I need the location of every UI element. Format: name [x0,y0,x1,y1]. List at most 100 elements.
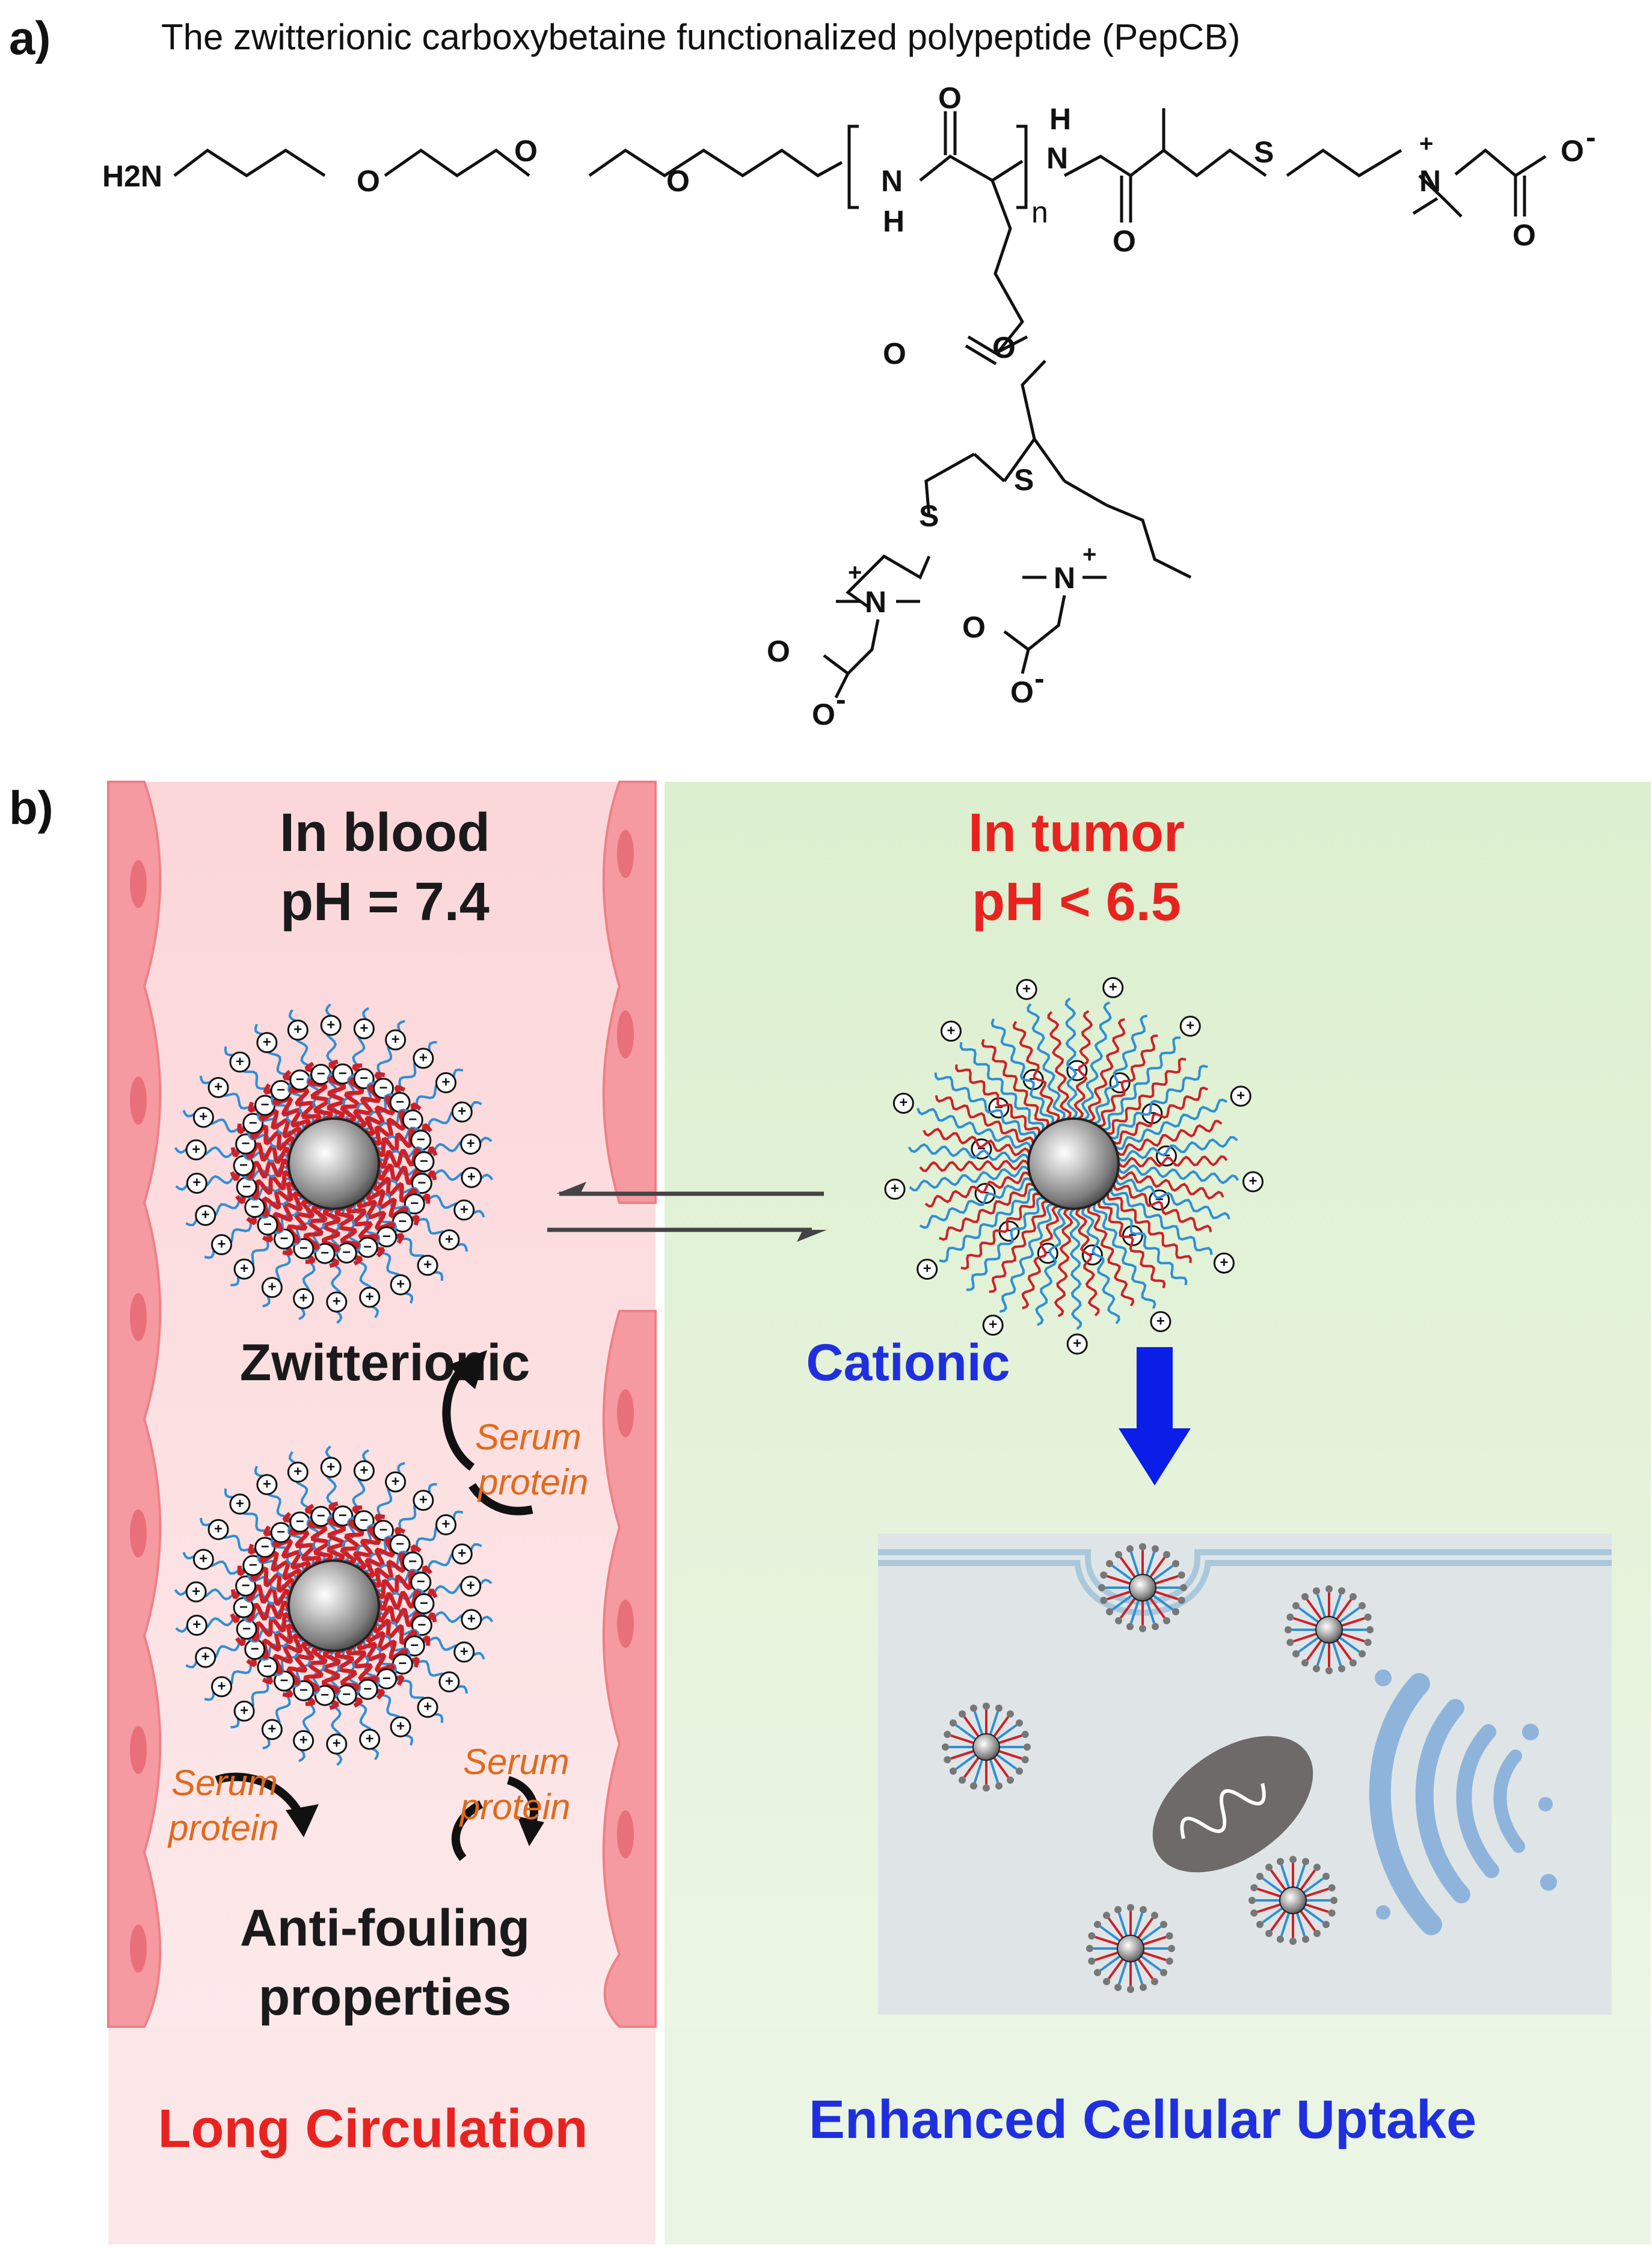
negative-charge: − [981,1185,989,1201]
charge-circle [192,1549,214,1570]
mini-chain [1293,1632,1318,1643]
mini-charge [969,1704,977,1712]
mitochondrion [1152,1736,1313,1873]
mini-chain [955,1753,977,1770]
positive-charge: + [214,1079,223,1095]
mini-chain [1306,1639,1323,1661]
mini-charge [1162,1617,1170,1625]
charge-circle [451,1101,473,1123]
mini-charge [1312,1587,1320,1595]
nanoparticle-core [287,1117,380,1210]
charge-circle [186,1172,207,1194]
mini-charge [1322,1920,1330,1928]
mini-charge [1006,1777,1014,1784]
mini-chain [992,1716,1010,1738]
mini-charge [1152,1545,1159,1553]
mini-charge [1359,1650,1366,1657]
golgi-apparatus [1369,1673,1525,1935]
negative-charge: − [420,1153,428,1169]
red-polymer-chain [1117,1155,1228,1168]
positive-charge: + [217,1236,226,1252]
mini-chain [1257,1903,1282,1914]
atom-o-ether-3: O [666,164,690,198]
mini-charge [944,1756,951,1764]
positive-charge: + [1073,1336,1081,1352]
mini-charge [983,1784,990,1792]
mini-chain [1280,1864,1291,1890]
atom-h-amide: H [883,204,904,238]
mini-charge [1265,1863,1273,1871]
charge-circle [1230,1086,1251,1107]
blue-polymer-chain [1114,1098,1227,1150]
negative-charge: − [417,1574,425,1590]
mini-chain [1119,1597,1137,1619]
mini-chain [1152,1564,1174,1582]
mini-chain [989,1758,999,1783]
mini-charge [1302,1935,1310,1943]
charge-circle [256,1474,278,1496]
charge-circle [1179,1015,1201,1037]
mini-charge [1256,1873,1264,1881]
mini-chain [995,1753,1018,1770]
vessel-wall-left [107,781,162,2028]
negative-charge: − [417,1617,426,1633]
charge-circle [390,1716,411,1737]
charge-circle [982,1314,1004,1336]
mini-charge [1250,1884,1258,1891]
charge-circle [373,1078,395,1099]
atom-n-amide: N [881,164,903,198]
positive-charge: + [445,1673,453,1689]
red-polymer-chain [1054,1207,1073,1318]
negative-charge: − [239,1157,248,1173]
red-polymer-chain [1073,1010,1093,1120]
mini-charge [1024,1743,1031,1751]
negative-charge: − [339,1065,347,1081]
mini-charge [1115,1550,1123,1558]
red-polymer-chain [924,1172,1031,1208]
mini-chain [1107,1574,1132,1585]
positive-charge: + [419,1049,428,1066]
mini-charge [969,1782,977,1790]
mini-chain [1145,1598,1156,1624]
mini-chain [1137,1917,1154,1939]
mini-charge [1127,1904,1134,1911]
mini-chain [1152,1594,1174,1611]
charge-circle [884,1178,906,1200]
negative-charge: − [398,1214,407,1230]
vessel-wall-right [602,781,657,2028]
atom-s-2: S [919,499,939,533]
mini-chain [1302,1906,1324,1924]
atom-minus-2: - [836,683,846,716]
mini-charge [1160,1968,1168,1976]
mini-chain [1117,1959,1128,1985]
red-polymer-chain [1012,1021,1060,1123]
nanoparticle-core [287,1559,380,1652]
charge-circle [413,1048,434,1069]
red-polymer-chain [919,1159,1030,1173]
positive-charge: + [327,1459,335,1475]
mini-core [1279,1887,1307,1914]
charge-circle [185,1139,207,1161]
mini-charge [995,1704,1003,1712]
charge-circle [320,1015,342,1036]
mini-chain [1140,1925,1162,1942]
charge-circle [229,1493,251,1515]
charge-circle [1150,1311,1171,1333]
charge-circle [373,1520,395,1541]
mini-chain [1304,1903,1329,1914]
negative-charge: − [396,1536,404,1552]
mini-chain [1137,1958,1154,1980]
charge-circle [385,1029,407,1051]
blue-polymer-chain [920,1177,1033,1229]
positive-charge: + [263,1034,271,1050]
charge-circle [233,1258,255,1280]
positive-charge: + [201,1207,210,1223]
mini-charge [1364,1613,1372,1621]
mini-chain [1095,1935,1120,1946]
negative-charge: − [410,1638,419,1654]
mini-chain [1295,1864,1306,1890]
mini-charge [1103,1911,1111,1919]
mini-chain [1140,1955,1162,1972]
mini-chain [1331,1641,1342,1666]
mini-charge [1140,1983,1147,1991]
